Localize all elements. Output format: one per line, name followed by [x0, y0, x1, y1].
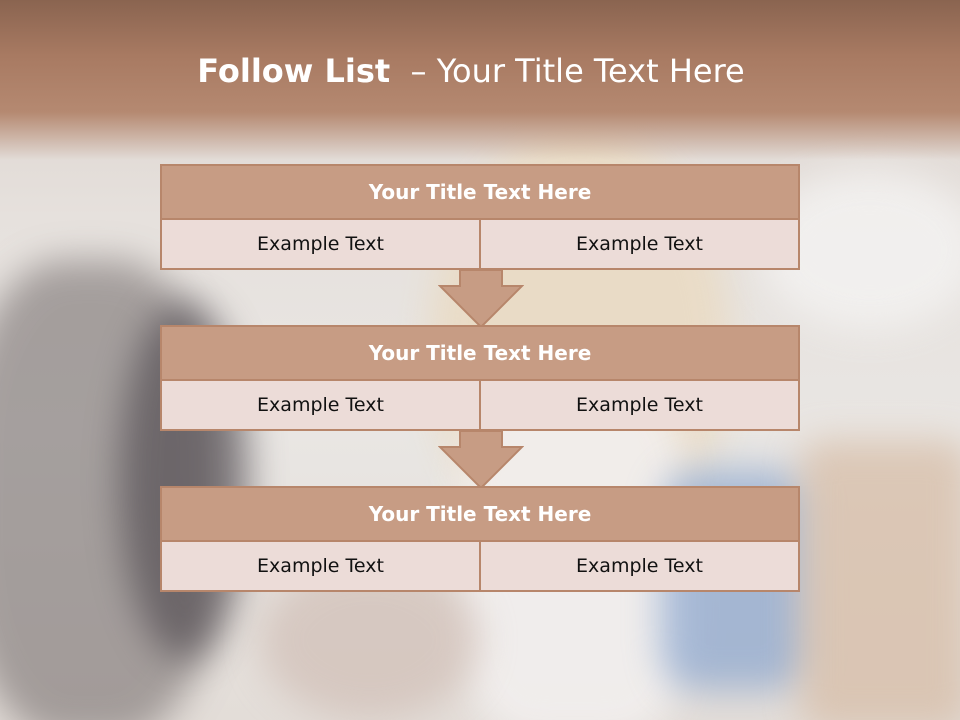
slide-title: Follow List – Your Title Text Here: [0, 52, 942, 90]
step-cell-right: Example Text: [481, 542, 800, 592]
slide-title-bold: Follow List: [197, 52, 391, 90]
step-title: Your Title Text Here: [160, 164, 800, 220]
step-box-1: Your Title Text Here Example Text Exampl…: [160, 164, 800, 270]
step-title: Your Title Text Here: [160, 325, 800, 381]
background-shape: [800, 440, 960, 720]
step-box-3: Your Title Text Here Example Text Exampl…: [160, 486, 800, 592]
step-row: Example Text Example Text: [160, 381, 800, 431]
step-row: Example Text Example Text: [160, 542, 800, 592]
step-cell-right: Example Text: [481, 220, 800, 270]
step-title: Your Title Text Here: [160, 486, 800, 542]
step-cell-right: Example Text: [481, 381, 800, 431]
step-cell-left: Example Text: [160, 381, 481, 431]
header-band: [0, 0, 960, 160]
slide-title-rest: – Your Title Text Here: [390, 52, 745, 90]
step-cell-left: Example Text: [160, 220, 481, 270]
step-box-2: Your Title Text Here Example Text Exampl…: [160, 325, 800, 431]
down-arrow-icon: [438, 270, 524, 328]
step-cell-left: Example Text: [160, 542, 481, 592]
down-arrow-icon: [438, 431, 524, 489]
step-row: Example Text Example Text: [160, 220, 800, 270]
